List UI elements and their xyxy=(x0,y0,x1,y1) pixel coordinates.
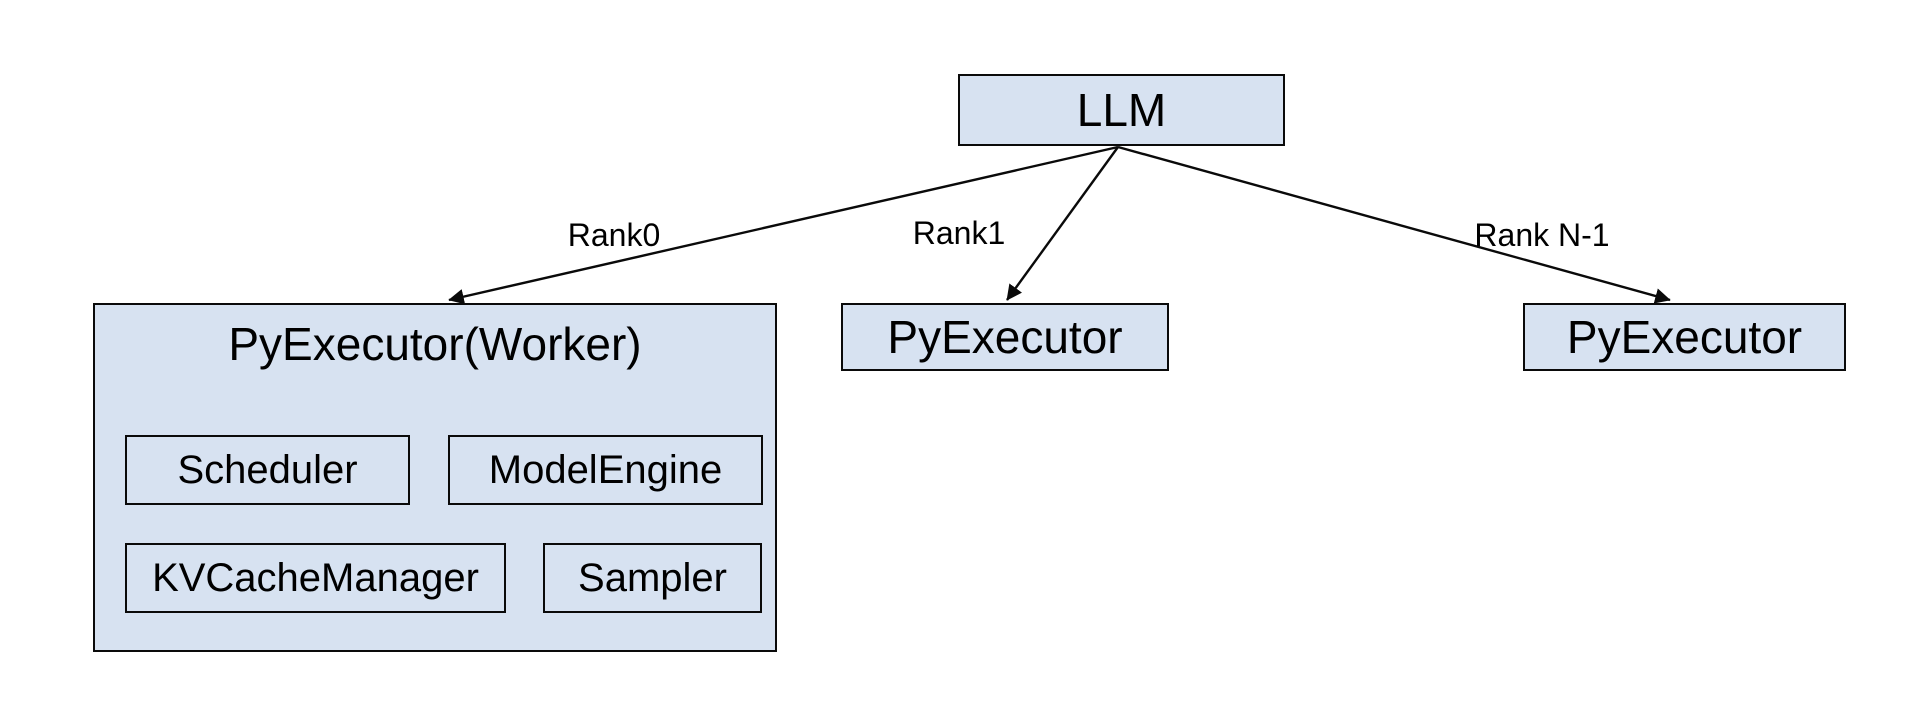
pyexecutor-rank1-label: PyExecutor xyxy=(887,310,1123,363)
rank-n-1-label: Rank N-1 xyxy=(1474,217,1610,253)
pyexecutor-rank1-box: PyExecutor xyxy=(841,303,1169,371)
scheduler-box: Scheduler xyxy=(125,435,410,505)
pyexecutor-worker-label: PyExecutor(Worker) xyxy=(228,318,642,370)
kvcachemanager-box: KVCacheManager xyxy=(125,543,506,613)
llm-box: LLM xyxy=(958,74,1285,146)
pyexecutor-worker-box: PyExecutor(Worker) Scheduler ModelEngine… xyxy=(93,303,777,652)
pyexecutor-rank-n-1-box: PyExecutor xyxy=(1523,303,1846,371)
arrow-rank0 xyxy=(448,145,1119,305)
pyexecutor-rank-n-1-label: PyExecutor xyxy=(1566,310,1803,363)
rank0-label: Rank0 xyxy=(567,217,661,253)
modelengine-label: ModelEngine xyxy=(488,448,723,492)
sampler-label: Sampler xyxy=(578,556,727,600)
modelengine-box: ModelEngine xyxy=(448,435,763,505)
llm-label: LLM xyxy=(1076,83,1167,136)
rank1-label: Rank1 xyxy=(912,215,1006,251)
sampler-box: Sampler xyxy=(543,543,762,613)
kvcachemanager-label: KVCacheManager xyxy=(152,556,479,600)
scheduler-label: Scheduler xyxy=(177,448,358,492)
arrow-rank1 xyxy=(1006,146,1119,301)
